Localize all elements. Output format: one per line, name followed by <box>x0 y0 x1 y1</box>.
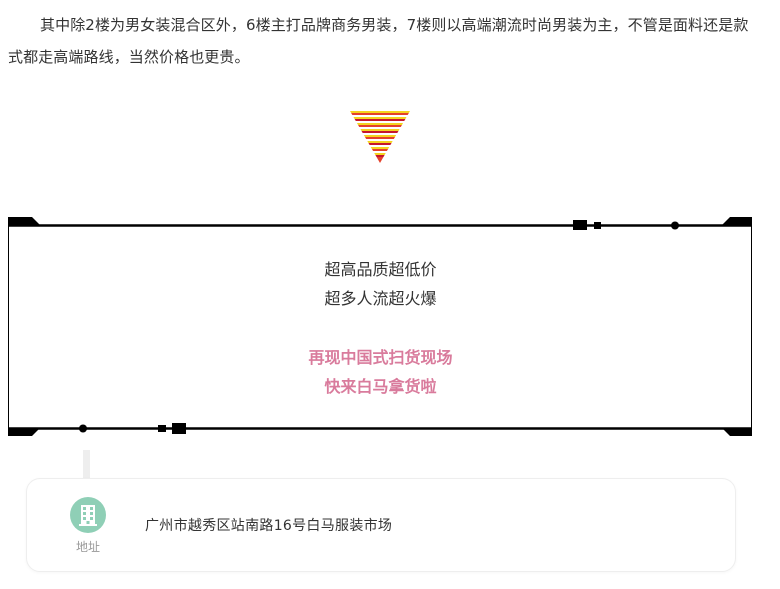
intro-paragraph: 其中除2楼为男女装混合区外，6楼主打品牌商务男装，7楼则以高端潮流时尚男装为主，… <box>8 16 749 66</box>
address-caption: 地址 <box>75 540 100 554</box>
promo-highlight-2: 快来白马拿货啦 <box>324 377 437 396</box>
promo-line-2: 超多人流超火爆 <box>324 289 437 308</box>
striped-triangle-icon <box>350 111 410 163</box>
promo-line-1: 超高品质超低价 <box>324 260 437 279</box>
promo-highlight-1: 再现中国式扫货现场 <box>308 348 453 367</box>
address-text: 广州市越秀区站南路16号白马服装市场 <box>145 518 393 534</box>
building-icon <box>70 497 106 533</box>
address-card: 地址 广州市越秀区站南路16号白马服装市场 <box>26 478 736 572</box>
promo-text: 超高品质超低价 超多人流超火爆 再现中国式扫货现场 快来白马拿货啦 <box>8 255 753 401</box>
connector-line <box>83 450 90 480</box>
promo-frame <box>8 217 752 436</box>
